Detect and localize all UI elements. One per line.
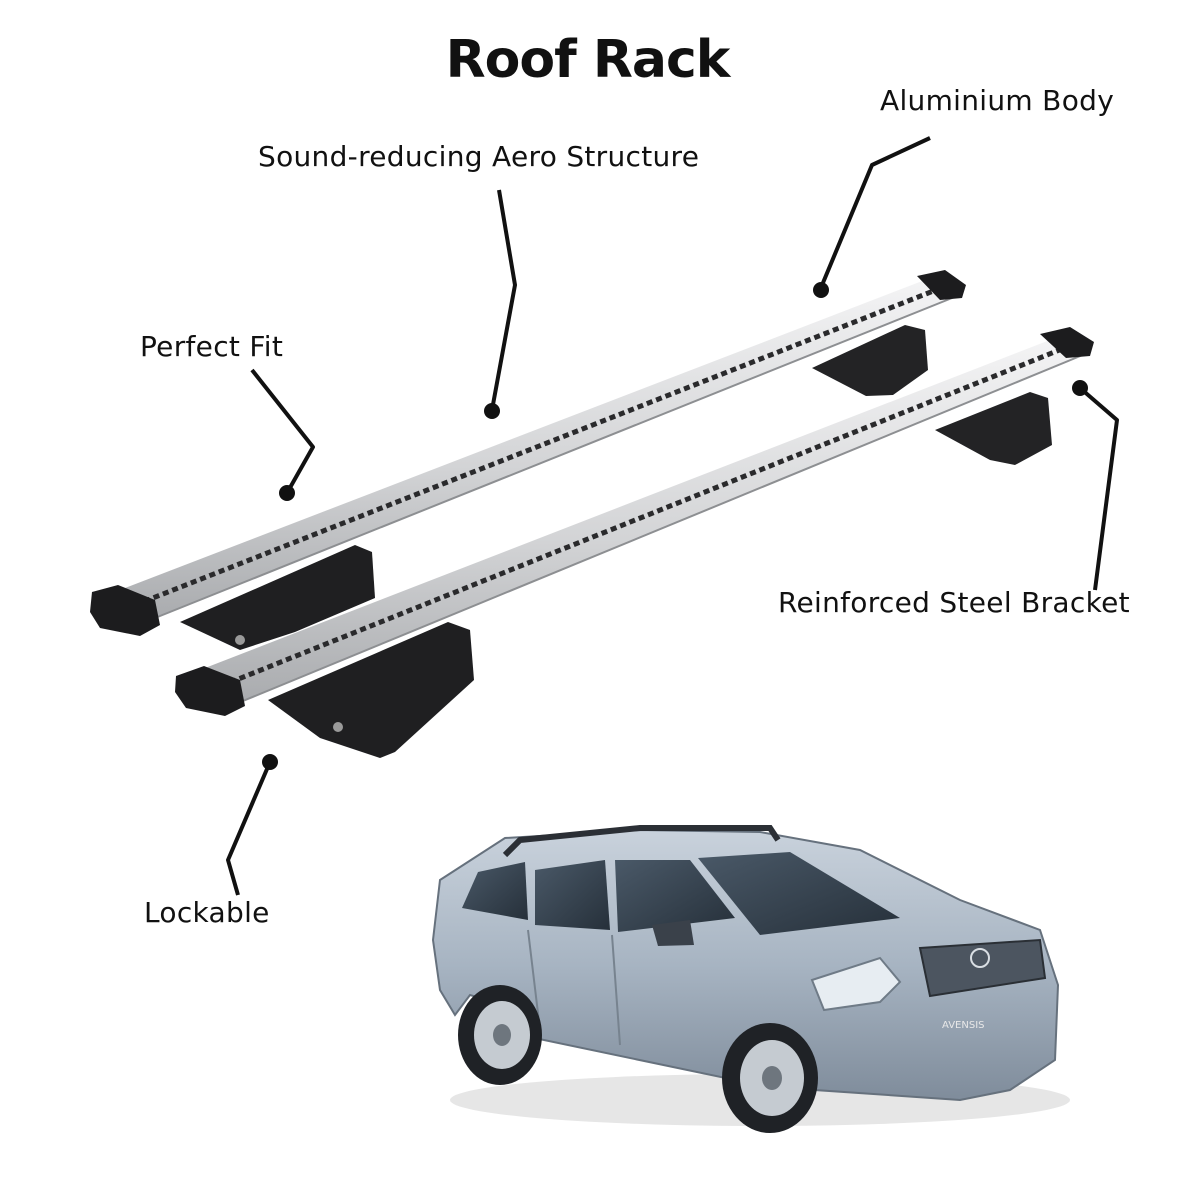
leader-aluminium	[818, 136, 931, 291]
leader-aero	[490, 189, 517, 411]
car-emblem	[970, 948, 990, 968]
car-illustration: AVENSIS	[431, 825, 1070, 1133]
dot-aluminium	[813, 282, 829, 298]
callout-lockable: Lockable	[144, 896, 270, 929]
dot-aero	[484, 403, 500, 419]
callout-aero-structure: Sound-reducing Aero Structure	[258, 140, 700, 173]
front-bar-near-cap	[175, 666, 245, 716]
car-side-window-mid	[535, 860, 610, 930]
front-bar-far-cap	[1040, 327, 1094, 358]
car-side-window-front	[615, 860, 735, 932]
front-roof-bar	[175, 327, 1094, 758]
dot-steel	[1072, 380, 1088, 396]
rear-bar-near-bracket	[180, 545, 375, 650]
page-title: Roof Rack	[445, 30, 731, 90]
car-grille	[918, 938, 1047, 998]
dot-lock	[262, 754, 278, 770]
callout-dots	[262, 282, 1088, 770]
car-side-window-rear	[462, 862, 528, 920]
leader-lock	[226, 761, 272, 896]
rear-bar-far-cap	[917, 270, 966, 300]
car-headlight	[810, 956, 902, 1012]
car-model-badge: AVENSIS	[942, 1020, 985, 1031]
lock-keyhole	[333, 722, 343, 732]
car-side-mirror	[652, 920, 694, 946]
callout-perfect-fit: Perfect Fit	[140, 330, 284, 363]
leader-fit	[250, 368, 315, 494]
leader-steel	[1078, 386, 1119, 591]
rear-roof-bar	[90, 270, 966, 650]
rear-bar-near-cap	[90, 585, 160, 636]
front-bar-tube	[205, 338, 1090, 703]
car-windshield	[698, 852, 900, 935]
lock-keyhole	[235, 635, 245, 645]
car-rear-wheel	[458, 985, 542, 1085]
dot-fit	[279, 485, 295, 501]
car-roof-rail	[502, 825, 781, 858]
callout-leaders	[226, 136, 1119, 896]
car-front-wheel	[722, 1023, 818, 1133]
front-bar-far-bracket	[935, 392, 1052, 465]
callout-steel-bracket: Reinforced Steel Bracket	[778, 586, 1130, 619]
front-bar-near-bracket	[268, 622, 474, 758]
callout-aluminium-body: Aluminium Body	[880, 84, 1115, 117]
rear-bar-far-bracket	[812, 325, 928, 396]
